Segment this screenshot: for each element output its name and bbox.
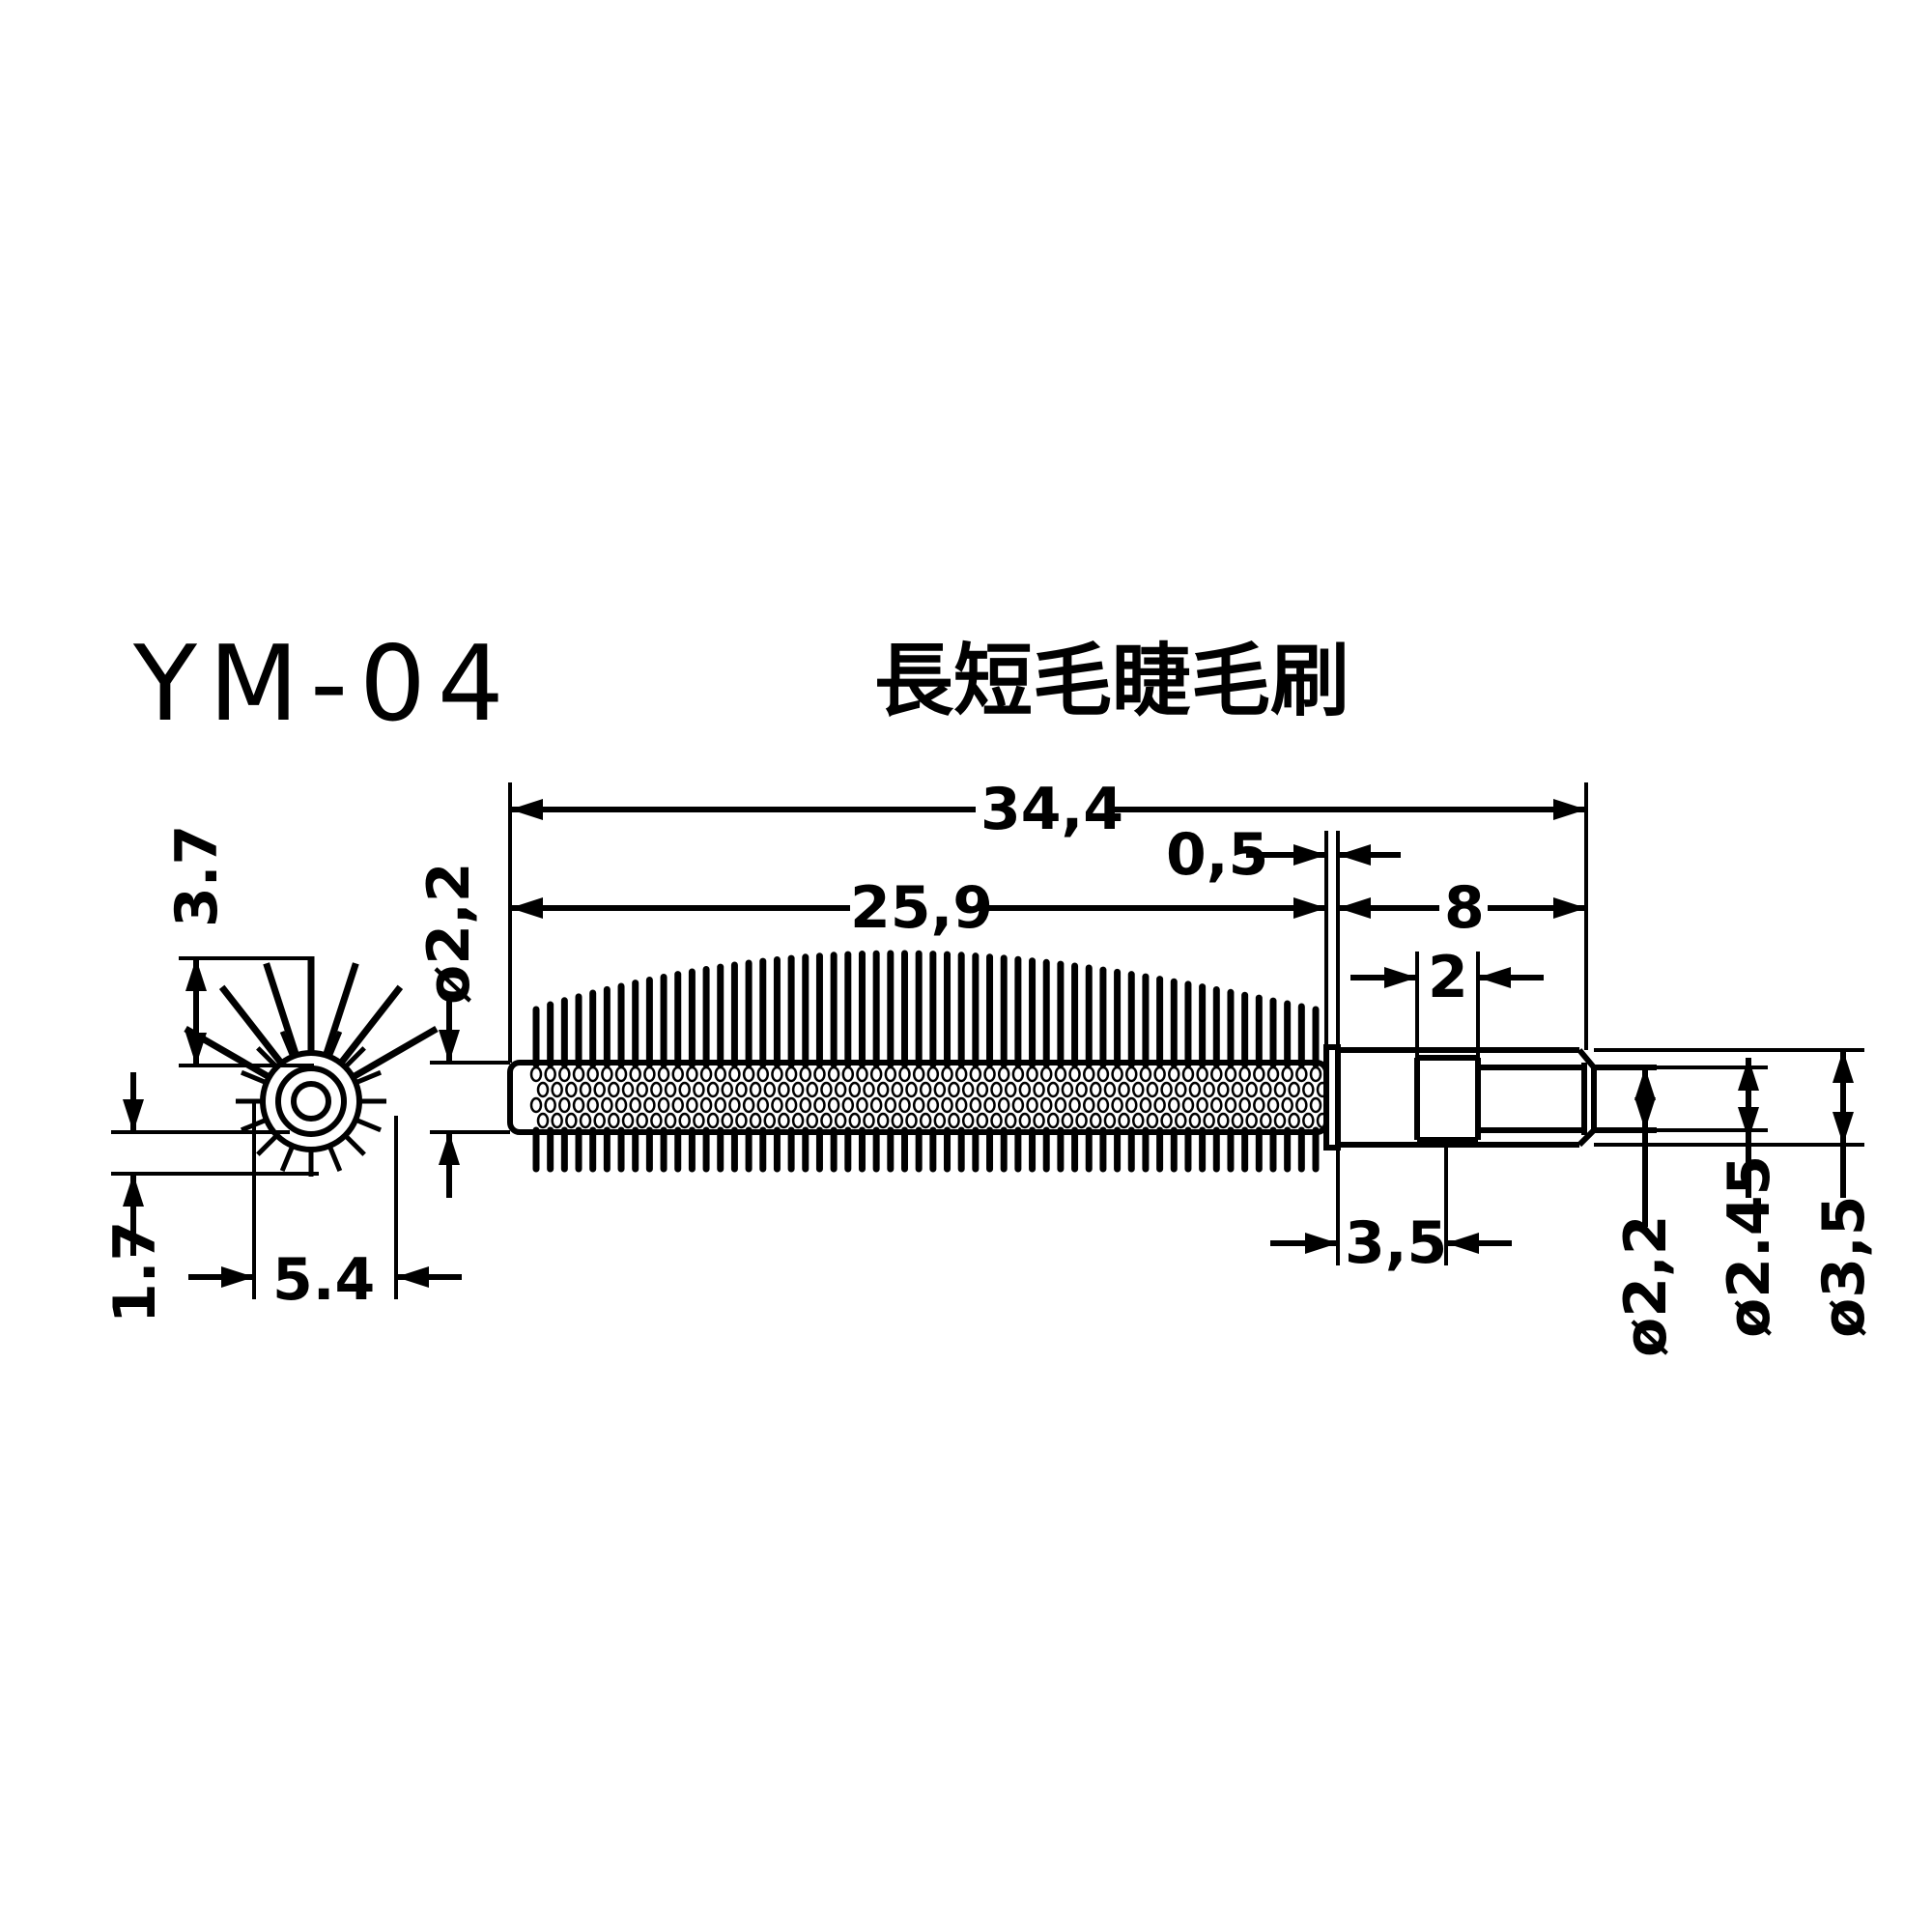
handle-tip (1577, 1048, 1597, 1148)
section-long-bristle-dim: 3.7 (163, 825, 231, 927)
product-name: 長短毛睫毛刷 (874, 636, 1350, 727)
section-width-dim: 5.4 (272, 1246, 375, 1314)
groove-offset-dim: 3,5 (1345, 1209, 1447, 1277)
core-diameter-dim: ø2,2 (415, 862, 483, 1005)
cross-section-core-outer (260, 1050, 362, 1152)
cross-section-view: 3.7 1.7 5.4 (101, 825, 462, 1323)
tip-diameter-dim: ø2,2 (1612, 1214, 1680, 1357)
model-number: YM-04 (132, 624, 516, 745)
collar-width-dim: 0,5 (1166, 821, 1268, 889)
brush-bristles (532, 950, 1320, 1173)
cross-section-core-hole (291, 1081, 331, 1122)
side-view: 34,4 25,9 0,5 8 2 3,5 (415, 776, 1878, 1357)
groove-diameter-dim: ø2.45 (1716, 1155, 1783, 1338)
handle-length-dim: 8 (1444, 874, 1485, 942)
brush-core-pattern (529, 1065, 1329, 1129)
brush-length-dim: 25,9 (850, 874, 993, 942)
section-short-bristle-dim: 1.7 (101, 1221, 169, 1323)
cross-section-core-inner (275, 1065, 347, 1137)
cross-section-bristles (184, 956, 439, 1177)
groove-width-dim: 2 (1428, 944, 1468, 1011)
shaft-diameter-dim: ø3,5 (1810, 1195, 1878, 1338)
overall-length-dim: 34,4 (980, 776, 1123, 843)
brush-collar (1323, 1044, 1341, 1151)
